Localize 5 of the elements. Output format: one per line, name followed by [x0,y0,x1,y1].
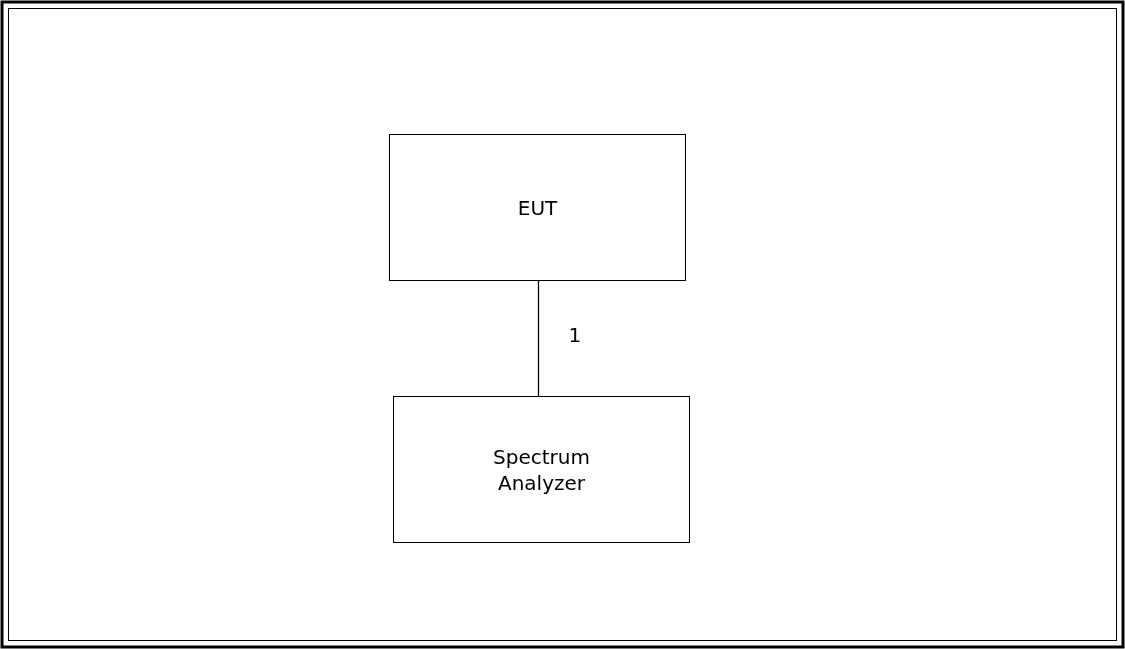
box-label: EUT [517,194,558,221]
process-box [393,396,690,543]
connector-line [537,280,540,397]
process-box [389,134,686,281]
box-label: Spectrum Analyzer [492,443,591,496]
